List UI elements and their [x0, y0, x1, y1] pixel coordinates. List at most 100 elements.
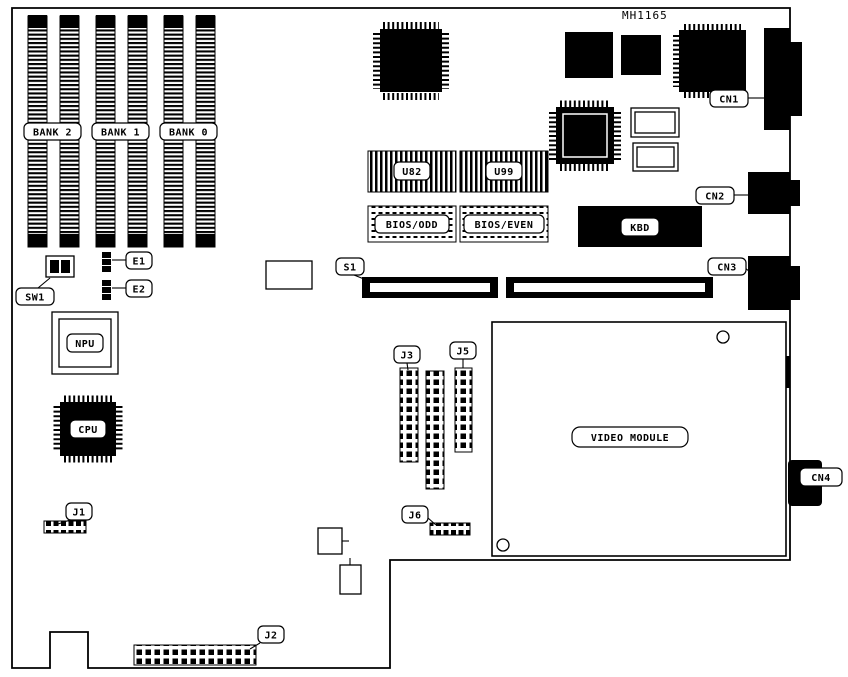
pin-header	[429, 522, 471, 536]
connector-cn1: CN1	[709, 28, 802, 130]
pin-header	[454, 367, 473, 453]
callout-box	[485, 161, 523, 181]
switch-sw1: SW1	[15, 255, 75, 306]
callout-bank2: BANK 2	[23, 122, 82, 141]
pin-header	[425, 370, 445, 490]
kbd-chip: KBD	[578, 206, 702, 247]
cn2-label: CN2	[705, 192, 725, 203]
bios-odd-label: BIOS/ODD	[386, 220, 438, 231]
rom-u82: U82	[367, 150, 457, 193]
jumper-pin	[102, 259, 111, 265]
cn4-label: CN4	[811, 473, 831, 484]
jumper-pin	[102, 266, 111, 272]
callout-box	[620, 217, 660, 237]
bios-even-label: BIOS/EVEN	[475, 220, 534, 231]
video-module-label: VIDEO MODULE	[591, 433, 669, 444]
callout-box	[401, 505, 429, 524]
chip-inner-outline	[562, 113, 608, 158]
simm-cap-bottom	[60, 234, 79, 247]
callout-box	[159, 122, 218, 141]
qfp-chip-right	[673, 24, 746, 98]
j1-label: J1	[72, 508, 85, 519]
connector-body	[764, 28, 790, 130]
j5-label: J5	[456, 347, 469, 358]
callout-box	[69, 419, 107, 439]
mounting-hole	[496, 538, 510, 552]
callout-bank1: BANK 1	[91, 122, 150, 141]
npu-socket: NPU	[51, 311, 119, 375]
mounting-hole	[716, 330, 730, 344]
connector-flange	[790, 180, 800, 206]
pin-header	[133, 644, 257, 666]
small-component	[317, 527, 349, 555]
e2-label: E2	[132, 285, 145, 296]
oscillator-pad	[630, 107, 680, 138]
ic-chip	[565, 32, 613, 78]
bank1-label: BANK 1	[101, 128, 140, 139]
ic-chip	[621, 35, 661, 75]
connector-flange	[790, 266, 800, 300]
header-j3: J3	[393, 345, 421, 463]
cn1-label: CN1	[719, 95, 739, 106]
bios-odd-socket: BIOS/ODD	[367, 205, 457, 243]
part-number: MH1165	[622, 9, 668, 22]
simm-cap-top	[128, 15, 147, 28]
connector-cn4: CN4	[788, 460, 843, 506]
header-j1: J1	[43, 502, 93, 534]
slot-opening	[514, 283, 705, 292]
oscillator	[265, 260, 313, 290]
connector-body	[748, 256, 790, 310]
jumper-pin	[102, 280, 111, 286]
qfp-chip-large	[373, 22, 449, 100]
pad-inner	[634, 111, 676, 134]
callout-box	[463, 214, 545, 234]
pin-header	[399, 367, 419, 463]
connector-j2: J2	[133, 625, 285, 666]
slot-opening	[370, 283, 490, 292]
header-j5: J5	[449, 341, 477, 453]
component-body	[339, 564, 362, 595]
j2-label: J2	[264, 631, 277, 642]
jumper-pin	[102, 252, 111, 258]
leader-line	[249, 642, 261, 650]
simm-cap-bottom	[128, 234, 147, 247]
plcc-chip	[549, 100, 621, 171]
callout-box	[707, 257, 747, 276]
cpu-chip: CPU	[53, 395, 123, 463]
component-body	[317, 527, 343, 555]
simm-cap-bottom	[28, 234, 47, 247]
callout-box	[125, 279, 153, 298]
cpu-label: CPU	[78, 425, 98, 436]
simm-cap-bottom	[96, 234, 115, 247]
callout-s1: S1	[335, 257, 370, 282]
callout-box	[393, 161, 431, 181]
video-module: VIDEO MODULE	[491, 321, 787, 557]
switch-toggle	[61, 260, 70, 273]
callout-box	[799, 467, 843, 487]
connector-body	[748, 172, 790, 214]
callout-box	[335, 257, 365, 276]
u82-label: U82	[402, 167, 422, 178]
bank2-label: BANK 2	[33, 128, 72, 139]
chip-body	[380, 29, 442, 92]
sw1-label: SW1	[25, 293, 45, 304]
switch-toggle	[50, 260, 59, 273]
oscillator-pad	[632, 142, 679, 172]
pad-inner	[636, 146, 675, 168]
simm-cap-top	[96, 15, 115, 28]
chip-body	[679, 30, 746, 92]
rom-u99: U99	[459, 150, 549, 193]
jumper-e2: E2	[102, 279, 153, 300]
kbd-label: KBD	[630, 223, 650, 234]
callout-box	[257, 625, 285, 644]
u99-label: U99	[494, 167, 514, 178]
simm-cap-top	[164, 15, 183, 28]
callout-box	[709, 89, 749, 108]
connector-flange	[790, 42, 802, 116]
callout-box	[65, 502, 93, 521]
jumper-pin	[102, 287, 111, 293]
jumper-pin	[102, 294, 111, 300]
callout-box	[125, 251, 153, 270]
